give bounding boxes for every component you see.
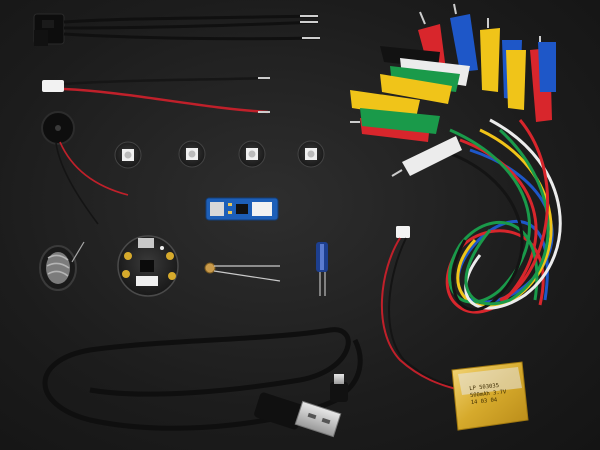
mini-usb-plug (330, 374, 348, 402)
clip-yellow-top (480, 18, 500, 92)
clip-yellow-left-2 (350, 90, 420, 118)
clip-white-bottom (391, 136, 462, 177)
neopixel-3 (238, 140, 266, 168)
clip-blue-far-right (538, 42, 556, 92)
solder-spool (39, 241, 85, 291)
piezo-buzzer (41, 111, 129, 225)
neopixel-boards (114, 140, 325, 169)
clip-green-left-2 (360, 108, 440, 134)
gemma-board (117, 235, 179, 297)
lipo-battery (381, 226, 529, 431)
neopixel-2 (178, 140, 206, 168)
clip-yellow-right (506, 50, 526, 110)
neopixel-1 (114, 141, 142, 169)
clip-yellow-left-1 (380, 74, 452, 104)
photocell (204, 262, 281, 282)
alligator-clip-leads (350, 3, 562, 314)
neopixel-4 (297, 140, 325, 168)
usb-a-plug (254, 392, 342, 438)
switch (33, 13, 321, 46)
clip-red-top (418, 11, 446, 74)
jst-cable (42, 76, 270, 114)
clip-blue-top (450, 3, 478, 72)
capacitor (316, 242, 328, 296)
usb-friend-board (205, 197, 279, 221)
usb-cable (42, 327, 363, 438)
